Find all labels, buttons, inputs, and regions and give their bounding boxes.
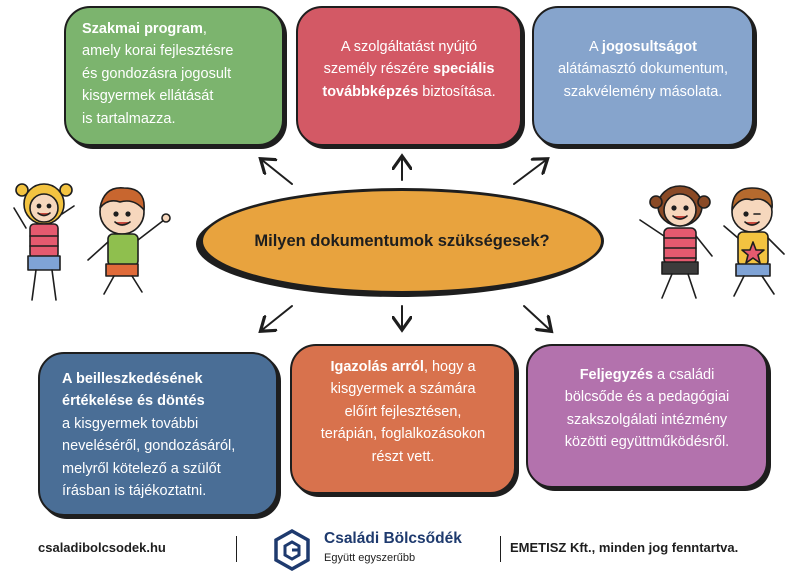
footer-url-link[interactable]: csaladibolcsodek.hu <box>38 540 166 555</box>
card-program-line: amely korai fejlesztésre <box>82 43 234 60</box>
card-certificate-line: részt vett. <box>371 448 435 465</box>
card-certificate-line: terápián, foglalkozásokon <box>320 426 486 443</box>
footer: csaladibolcsodek.hu Családi Bölcsődék Eg… <box>0 526 790 582</box>
card-certificate-line: előírt fejlesztésen, <box>344 403 462 420</box>
card-feljegyzes: Feljegyzés a családi bölcsőde és a pedag… <box>526 344 768 488</box>
kids-left-illustration <box>13 183 171 301</box>
footer-divider <box>236 536 237 562</box>
center-question-bubble: Milyen dokumentumok szükségesek? <box>200 188 604 294</box>
card-program-line: is tartalmazza. <box>82 110 176 127</box>
card-tovabbkepzes: A szolgáltatást nyújtó személy részére s… <box>296 6 522 146</box>
arrow-icon <box>262 160 293 185</box>
arrow-icon <box>513 160 546 185</box>
card-program-line: kisgyermek ellátását <box>82 88 214 105</box>
footer-copyright: EMETISZ Kft., minden jog fenntartva. <box>510 540 739 555</box>
center-question: Milyen dokumentumok szükségesek? <box>254 231 550 250</box>
card-szakmai-program: Szakmai program, amely korai fejlesztésr… <box>64 6 284 146</box>
card-integration-line: a kisgyermek további <box>62 415 199 432</box>
kids-right-illustration <box>639 185 785 299</box>
card-igazolas: Igazolás arról, hogy a kisgyermek a szám… <box>290 344 516 494</box>
card-beilleszkedes: A beilleszkedésének értékelése és döntés… <box>38 352 278 516</box>
brand-name: Családi Bölcsődék <box>324 530 462 547</box>
arrow-icon <box>262 305 293 330</box>
card-integration-line: neveléséről, gondozásáról, <box>62 438 236 455</box>
card-record-line: közötti együttműködésről. <box>564 434 730 451</box>
arrow-icon <box>523 305 550 330</box>
card-integration-line: melyről kötelező a szülőt <box>62 460 221 477</box>
logo-icon <box>274 528 310 572</box>
card-integration-line: írásban is tájékoztatni. <box>62 483 207 500</box>
card-certificate-line: kisgyermek a számára <box>330 381 476 398</box>
brand-tagline: Együtt egyszerűbb <box>324 552 416 564</box>
card-record-line: szakszolgálati intézmény <box>566 411 728 428</box>
card-program-title: Szakmai program <box>82 21 203 37</box>
card-record-line: bölcsőde és a pedagógiai <box>564 389 730 406</box>
card-jogosultsag: A jogosultságot alátámasztó dokumentum, … <box>532 6 754 146</box>
card-program-line: és gondozásra jogosult <box>82 65 232 82</box>
footer-divider <box>500 536 501 562</box>
